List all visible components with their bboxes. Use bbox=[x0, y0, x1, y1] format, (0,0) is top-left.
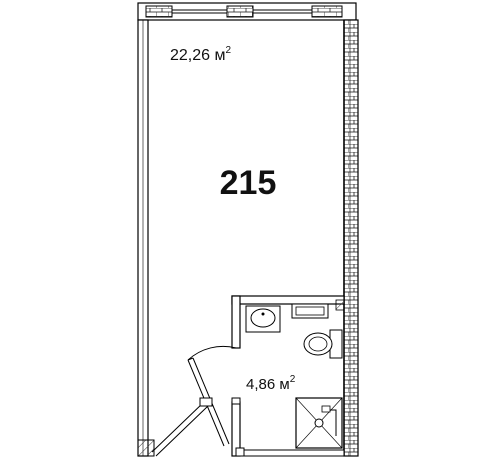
room-number: 215 bbox=[220, 164, 277, 202]
right-wall bbox=[343, 19, 359, 457]
window-middle bbox=[226, 5, 254, 18]
window-left bbox=[145, 5, 173, 18]
toilet-icon bbox=[303, 329, 343, 359]
shower-icon bbox=[295, 397, 343, 449]
main-room-area: 22,26 м2 bbox=[170, 45, 231, 64]
entrance-door bbox=[151, 397, 245, 457]
top-wall bbox=[137, 2, 357, 21]
bathroom-area: 4,86 м2 bbox=[246, 374, 296, 393]
left-wall bbox=[137, 19, 155, 457]
sink-icon bbox=[245, 305, 281, 333]
window-right bbox=[311, 5, 343, 18]
washing-machine-icon bbox=[291, 303, 329, 319]
